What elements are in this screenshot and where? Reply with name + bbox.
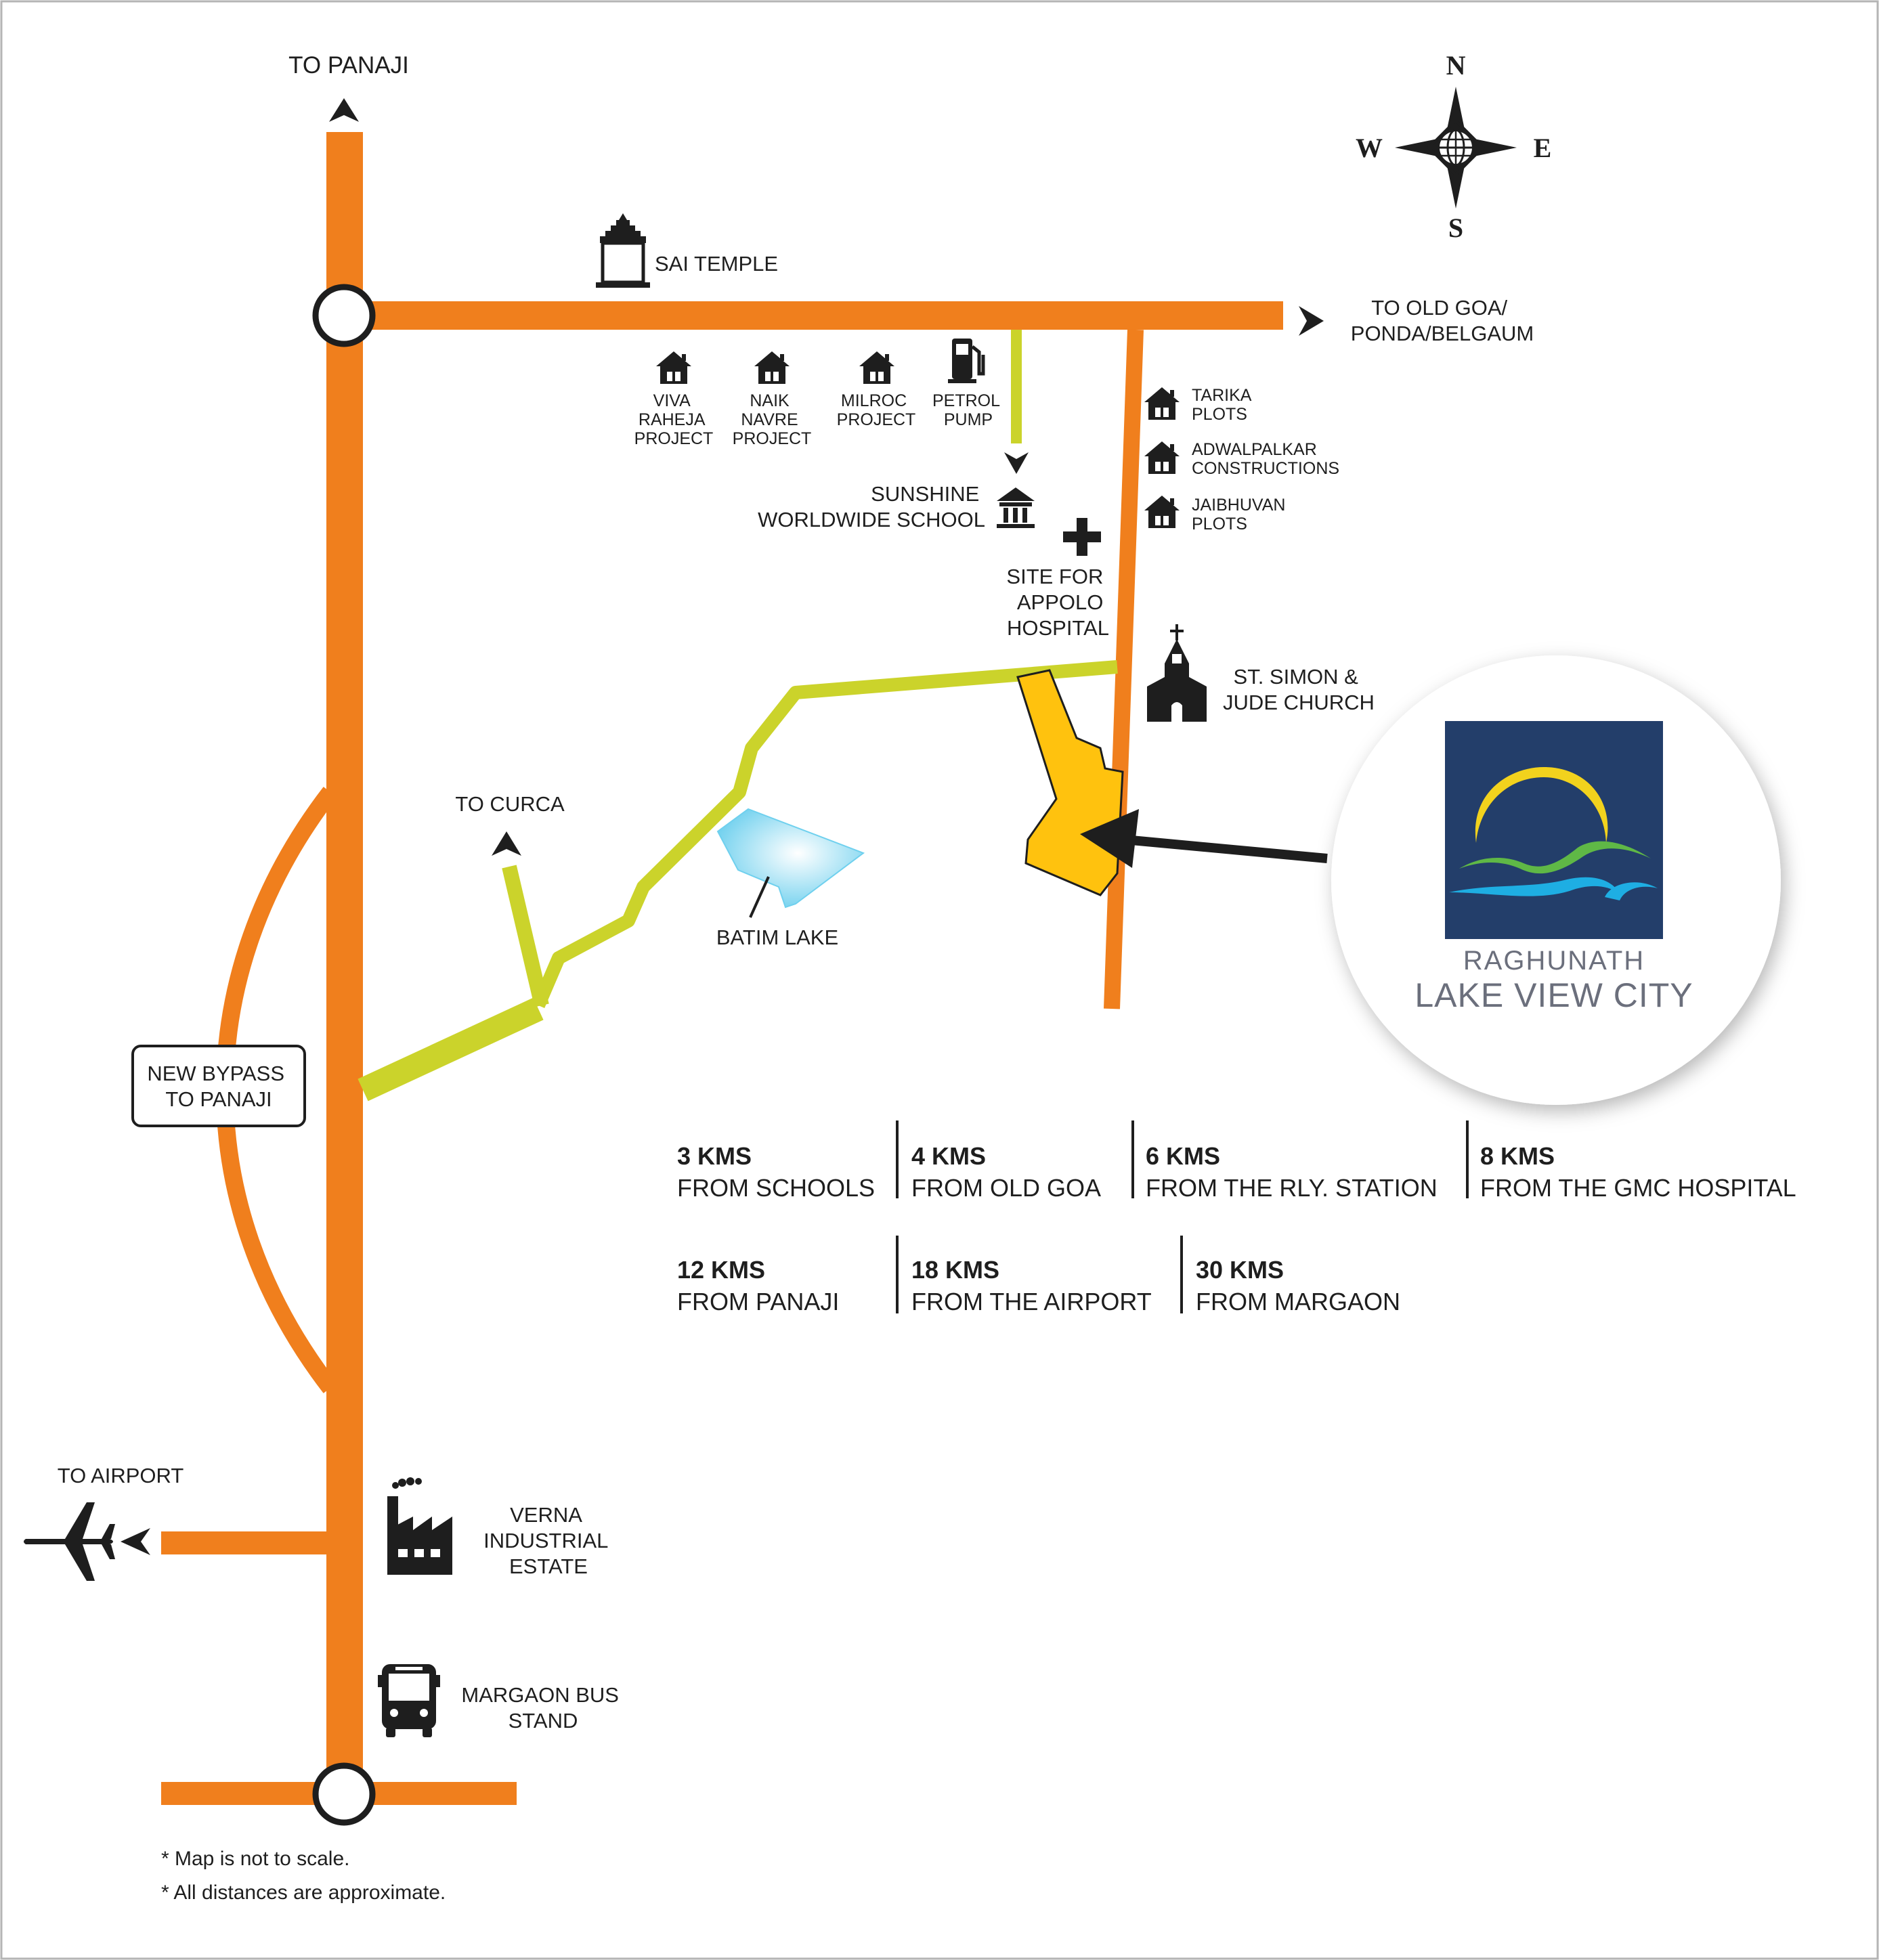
label-viva-raheja: VIVA RAHEJA PROJECT <box>634 391 714 448</box>
school-icon <box>997 487 1035 528</box>
site-pointer-arrow <box>1080 809 1328 868</box>
label-to-panaji: TO PANAJI <box>288 52 409 79</box>
road-to-curca <box>502 865 549 1007</box>
label-new-bypass: NEW BYPASS TO PANAJI <box>147 1062 290 1111</box>
label-to-curca: TO CURCA <box>455 792 565 816</box>
new-bypass-sign: NEW BYPASS TO PANAJI <box>131 1045 306 1127</box>
compass-rose: N S E W <box>1356 50 1551 243</box>
arrow-to-airport <box>121 1528 150 1555</box>
compass-south-label: S <box>1448 213 1463 243</box>
distance-from: FROM MARGAON <box>1196 1288 1400 1315</box>
roundabout-north <box>312 284 376 347</box>
label-adwalpalkar: ADWALPALKAR CONSTRUCTIONS <box>1192 440 1339 478</box>
compass-west-label: W <box>1356 133 1383 163</box>
logo-wave-1 <box>1449 877 1620 896</box>
label-tarika: TARIKA PLOTS <box>1192 386 1255 424</box>
roundabout-south <box>312 1762 376 1826</box>
distance-km: 18 KMS <box>911 1256 999 1284</box>
label-naik-navre: NAIK NAVRE PROJECT <box>733 391 812 448</box>
note-distances: * All distances are approximate. <box>161 1881 446 1904</box>
distance-km: 4 KMS <box>911 1142 986 1170</box>
label-jaibhuvan: JAIBHUVAN PLOTS <box>1192 496 1290 533</box>
label-petrol-pump: PETROL PUMP <box>932 391 1004 429</box>
house-icon-jaibhuvan <box>1144 496 1180 528</box>
distance-from: FROM THE GMC HOSPITAL <box>1480 1174 1796 1202</box>
globe-icon <box>1437 129 1475 167</box>
fuel-pump-icon <box>948 339 985 383</box>
arrow-to-curca <box>492 831 521 856</box>
road-bypass-link <box>358 997 544 1102</box>
road-batim <box>532 660 1118 1008</box>
label-milroc: MILROC PROJECT <box>837 391 916 429</box>
compass-north-label: N <box>1446 50 1466 81</box>
distance-km: 30 KMS <box>1196 1256 1284 1284</box>
road-to-airport <box>161 1531 326 1554</box>
factory-icon <box>387 1477 452 1575</box>
distance-from: FROM PANAJI <box>677 1288 839 1315</box>
road-to-old-goa <box>352 301 1283 330</box>
batim-lake-pointer <box>749 876 770 918</box>
compass-east-label: E <box>1534 133 1552 163</box>
distance-km: 12 KMS <box>677 1256 765 1284</box>
distance-km: 6 KMS <box>1146 1142 1220 1170</box>
hospital-cross-icon <box>1063 518 1101 556</box>
label-church: ST. SIMON & JUDE CHURCH <box>1223 665 1375 714</box>
house-icon-milroc <box>859 351 894 384</box>
arrow-to-school <box>1004 452 1029 474</box>
label-margaon-bus-stand: MARGAON BUS STAND <box>461 1683 624 1733</box>
label-verna: VERNA INDUSTRIAL ESTATE <box>483 1503 613 1578</box>
distance-from: FROM THE RLY. STATION <box>1146 1174 1438 1202</box>
brand-name-line1: RAGHUNATH <box>1463 946 1645 976</box>
distance-from: FROM SCHOOLS <box>677 1174 875 1202</box>
compass-arrow-west <box>1395 138 1449 157</box>
logo-hill <box>1459 841 1651 874</box>
arrow-to-panaji <box>329 98 359 122</box>
label-batim-lake: BATIM LAKE <box>716 925 838 949</box>
brand-badge: RAGHUNATH LAKE VIEW CITY <box>1331 655 1781 1105</box>
compass-arrow-north <box>1446 87 1465 141</box>
house-icon-naik-navre <box>754 351 790 384</box>
logo-sun <box>1475 767 1608 843</box>
airplane-icon <box>24 1502 115 1581</box>
distance-km: 3 KMS <box>677 1142 752 1170</box>
distance-km: 8 KMS <box>1480 1142 1555 1170</box>
distance-table: 3 KMS FROM SCHOOLS 4 KMS FROM OLD GOA 6 … <box>677 1120 1796 1315</box>
house-icon-tarika <box>1144 387 1180 420</box>
brand-logo <box>1445 721 1663 939</box>
compass-arrow-east <box>1463 138 1517 157</box>
label-sunshine-school: SUNSHINE WORLDWIDE SCHOOL <box>758 482 985 531</box>
church-icon <box>1147 624 1207 722</box>
note-scale: * Map is not to scale. <box>161 1848 349 1870</box>
temple-icon <box>596 213 650 288</box>
label-appolo-hospital: SITE FOR APPOLO HOSPITAL <box>1006 565 1109 640</box>
distance-from: FROM THE AIRPORT <box>911 1288 1152 1315</box>
batim-lake <box>716 808 865 909</box>
house-icon-adwalpalkar <box>1144 441 1180 474</box>
brand-name-line2: LAKE VIEW CITY <box>1414 976 1693 1014</box>
distance-from: FROM OLD GOA <box>911 1174 1101 1202</box>
house-icon-viva-raheja <box>656 351 691 384</box>
road-to-site <box>1104 329 1144 1009</box>
label-sai-temple: SAI TEMPLE <box>655 252 778 276</box>
bus-icon <box>378 1664 440 1737</box>
label-to-airport: TO AIRPORT <box>58 1464 184 1487</box>
compass-arrow-south <box>1446 154 1465 209</box>
arrow-to-old-goa <box>1299 306 1324 336</box>
highway-north-south <box>326 132 363 1798</box>
label-to-old-goa: TO OLD GOA/ PONDA/BELGAUM <box>1351 296 1534 345</box>
logo-wave-2 <box>1605 882 1658 900</box>
project-site-plot <box>1016 669 1124 896</box>
road-network <box>161 132 1283 1826</box>
